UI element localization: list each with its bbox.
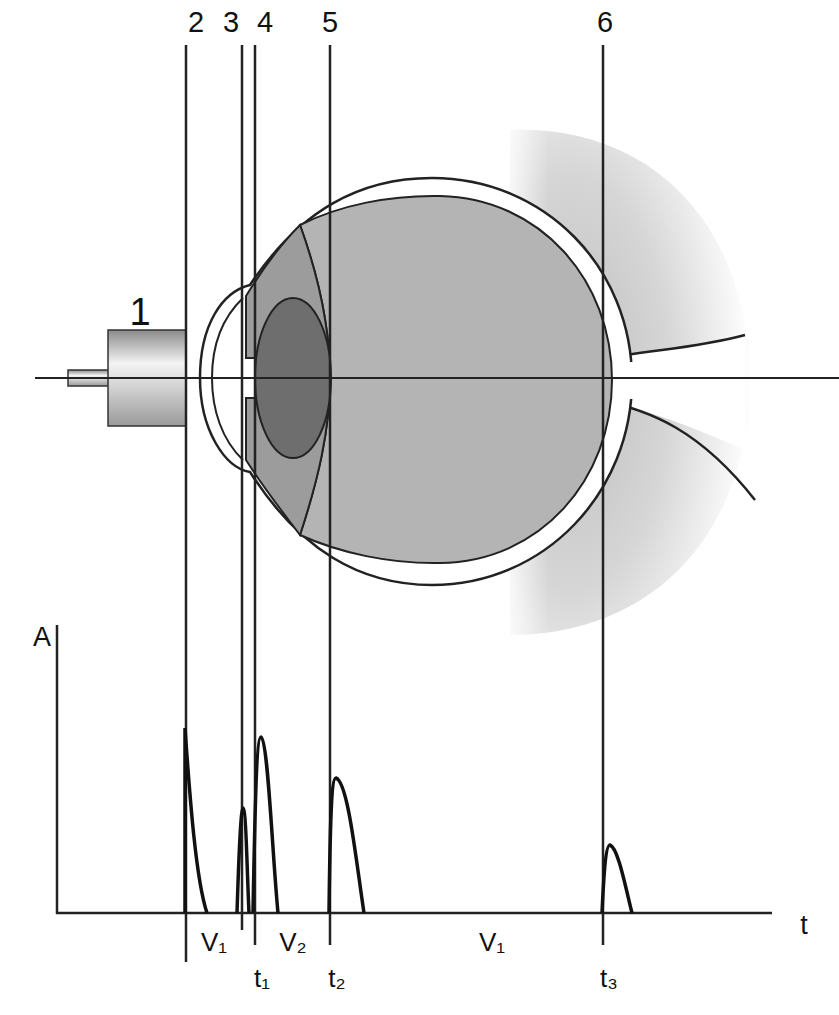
time-axis (56, 912, 772, 915)
callout-number: 2 (188, 8, 204, 37)
amplitude-axis (56, 625, 59, 914)
optical-axis (35, 377, 839, 379)
time-label: t₂ (328, 965, 345, 991)
callout-number: 5 (322, 8, 338, 37)
vitreous-body (300, 196, 612, 563)
axis-label: t (800, 912, 808, 939)
boundary-lines (186, 45, 603, 962)
echo-pulses (185, 728, 632, 913)
velocity-label: V₂ (279, 929, 306, 955)
callout-number: 3 (223, 8, 239, 37)
time-label: t₁ (254, 965, 270, 991)
time-label: t₃ (600, 965, 618, 991)
callout-number: 1 (129, 293, 150, 331)
iris-ciliary (246, 225, 330, 535)
axis-label: A (33, 624, 51, 651)
velocity-label: V₁ (201, 929, 227, 955)
velocity-label: V₁ (479, 929, 505, 955)
callout-number: 4 (257, 8, 273, 37)
callout-number: 6 (597, 8, 613, 37)
sclera (200, 178, 632, 585)
